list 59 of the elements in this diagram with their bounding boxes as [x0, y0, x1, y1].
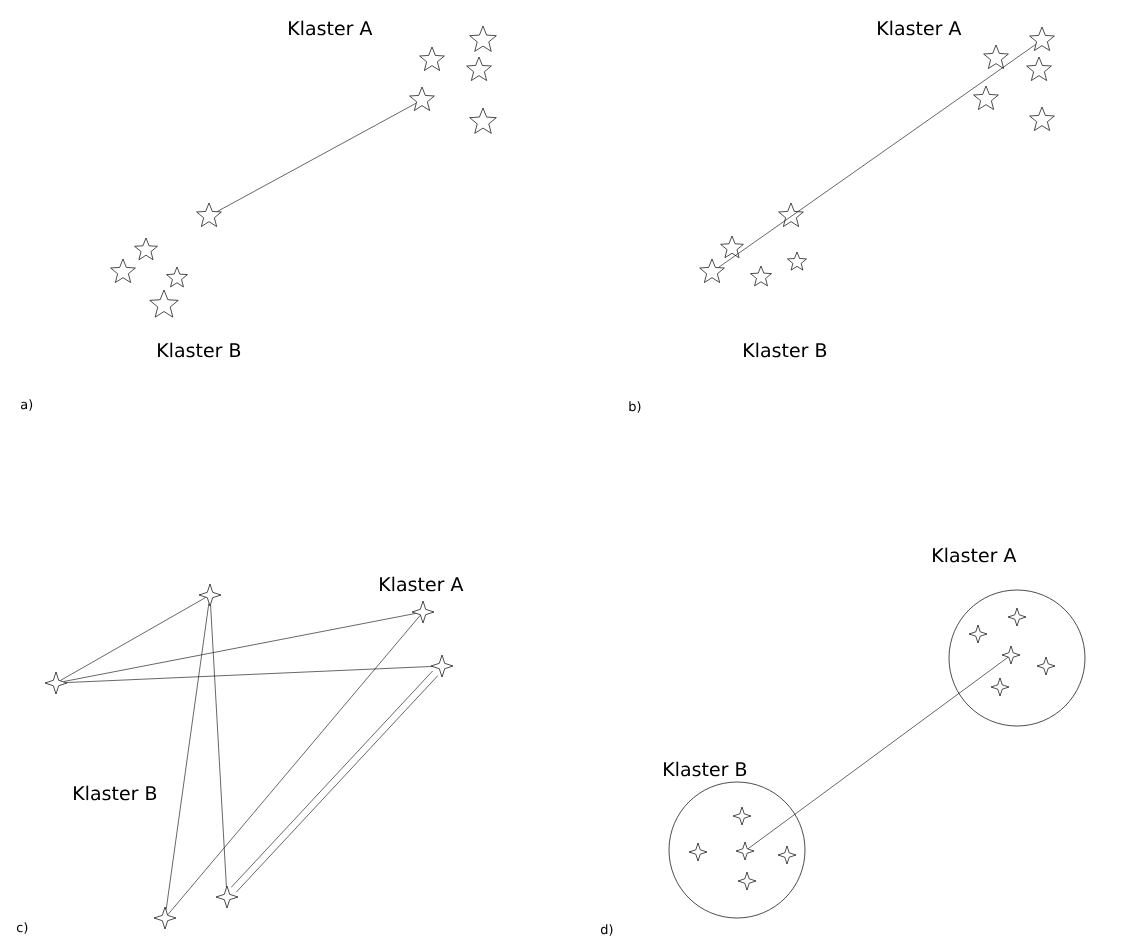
- star-symbol: [166, 266, 188, 288]
- linkage-line: [165, 603, 210, 910]
- sparkle-symbol: [1007, 607, 1027, 627]
- cluster-label: Klaster B: [158, 342, 241, 358]
- linkage-line: [747, 657, 1009, 850]
- sparkle-symbol: [732, 806, 752, 826]
- sparkle-symbol: [430, 654, 454, 678]
- cluster-label: Klaster B: [74, 785, 157, 801]
- star-symbol: [983, 44, 1009, 69]
- star-symbol: [1029, 26, 1055, 51]
- star-symbol: [469, 25, 497, 52]
- star-symbol: [973, 85, 999, 110]
- cluster-label: Klaster A: [933, 547, 1017, 563]
- sparkle-symbol: [1036, 656, 1056, 676]
- sparkle-symbol: [44, 671, 68, 695]
- cluster-label: Klaster A: [289, 20, 373, 36]
- star-symbol: [778, 202, 804, 227]
- cluster-label: Klaster A: [380, 576, 464, 592]
- star-symbol: [699, 258, 725, 283]
- sparkle-symbol: [735, 841, 755, 861]
- panel-label: c): [16, 922, 28, 934]
- sparkle-symbol: [990, 677, 1010, 697]
- sparkle-symbol: [688, 842, 708, 862]
- cluster-label: Klaster B: [664, 761, 747, 777]
- star-symbol: [134, 237, 158, 261]
- linkage-line: [167, 615, 421, 915]
- star-symbol: [787, 251, 807, 271]
- star-symbol: [466, 56, 492, 81]
- sparkle-symbol: [968, 624, 988, 644]
- sparkle-symbol: [737, 871, 757, 891]
- linkage-line: [210, 605, 227, 887]
- sparkle-symbol: [215, 885, 239, 909]
- linkage-line: [63, 613, 416, 682]
- panel-label: a): [21, 399, 33, 411]
- panel-label: b): [629, 401, 641, 413]
- linkage-line: [66, 666, 432, 683]
- star-symbol: [409, 86, 435, 111]
- cluster-circle: [948, 589, 1086, 727]
- star-symbol: [196, 202, 222, 227]
- linkage-line: [60, 597, 206, 681]
- panel-label: d): [600, 924, 613, 936]
- cluster-circle: [668, 781, 806, 919]
- cluster-label: Klaster B: [744, 342, 827, 358]
- cluster-label: Klaster A: [878, 20, 962, 36]
- star-symbol: [110, 258, 136, 283]
- sparkle-symbol: [153, 906, 177, 930]
- sparkle-symbol: [1001, 645, 1021, 665]
- star-symbol: [720, 235, 744, 259]
- star-symbol: [419, 46, 445, 71]
- star-symbol: [469, 107, 497, 134]
- sparkle-symbol: [777, 845, 797, 865]
- sparkle-symbol: [198, 583, 222, 607]
- sparkle-symbol: [411, 600, 435, 624]
- linkage-line: [217, 103, 417, 212]
- linkage-line: [718, 44, 1036, 268]
- star-symbol: [149, 289, 179, 318]
- star-symbol: [750, 265, 772, 287]
- star-symbol: [1026, 56, 1052, 81]
- star-symbol: [1029, 106, 1055, 131]
